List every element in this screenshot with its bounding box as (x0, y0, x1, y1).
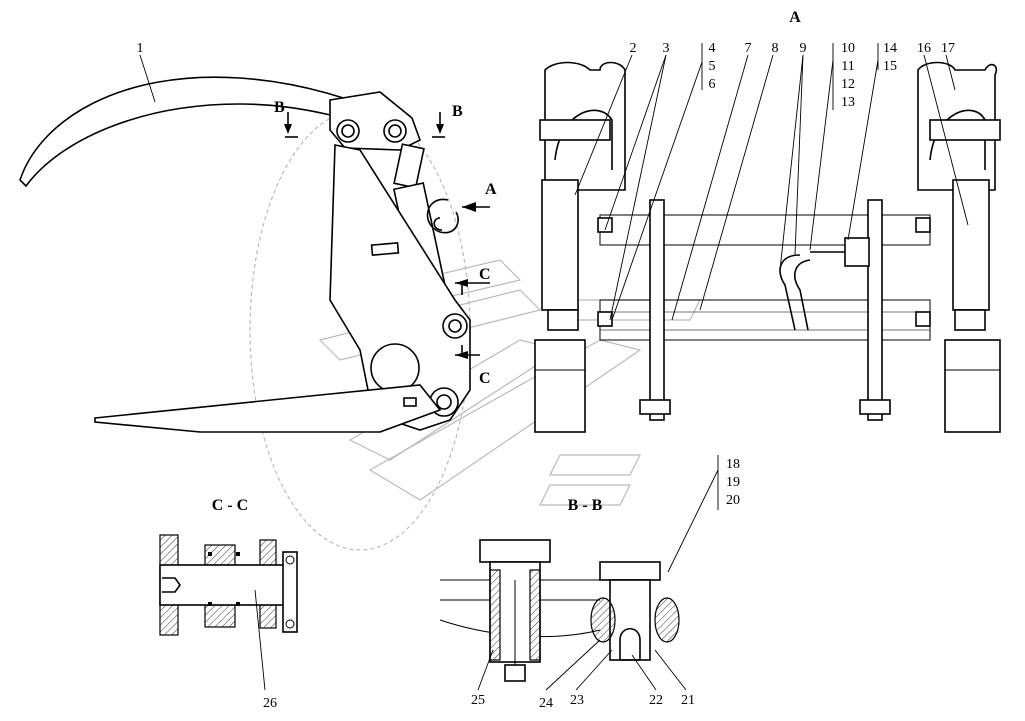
view-a (534, 61, 1001, 433)
marker-c-bottom: C (479, 370, 491, 387)
section-c-c (159, 534, 298, 636)
part-number: 21 (681, 693, 695, 708)
part-number: 11 (841, 59, 854, 74)
part-number: 23 (570, 693, 584, 708)
section-b-b (439, 539, 680, 682)
part-number: 2 (630, 41, 637, 56)
marker-arrow-a: A (485, 181, 497, 198)
part-number: 14 (883, 41, 897, 56)
part-number: 17 (941, 41, 955, 56)
part-number: 25 (471, 693, 485, 708)
part-number: 5 (709, 59, 716, 74)
section-cc-title: C - C (212, 497, 248, 514)
part-number: 24 (539, 696, 553, 711)
side-view (19, 76, 490, 433)
part-number: 13 (841, 95, 855, 110)
lower-tine (94, 384, 442, 433)
marker-c-top: C (479, 266, 491, 283)
part-number: 8 (772, 41, 779, 56)
part-number: 16 (917, 41, 931, 56)
part-number: 12 (841, 77, 855, 92)
part-number: 18 (726, 457, 740, 472)
main-frame (329, 144, 471, 431)
part-number: 10 (841, 41, 855, 56)
marker-b-left: B (274, 99, 285, 116)
marker-b-right: B (452, 103, 463, 120)
part-number: 20 (726, 493, 740, 508)
section-bb-title: B - B (568, 497, 603, 514)
view-a-title: A (789, 9, 801, 26)
leader-lines (139, 43, 969, 691)
part-number: 26 (263, 696, 277, 711)
part-number: 22 (649, 693, 663, 708)
part-number: 3 (663, 41, 670, 56)
part-number: 6 (709, 77, 716, 92)
part-number: 1 (137, 41, 144, 56)
part-number: 7 (745, 41, 752, 56)
part-number: 19 (726, 475, 740, 490)
part-number: 4 (709, 41, 716, 56)
part-number: 9 (800, 41, 807, 56)
part-number: 15 (883, 59, 897, 74)
